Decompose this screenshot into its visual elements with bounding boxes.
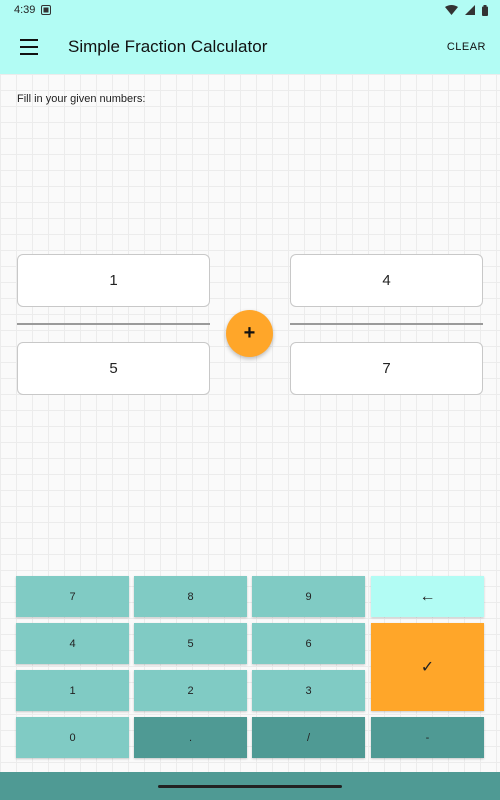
key-1[interactable]: 1 <box>16 670 129 711</box>
app-title: Simple Fraction Calculator <box>68 37 268 56</box>
instruction-text: Fill in your given numbers: <box>17 93 146 105</box>
wifi-icon <box>445 5 458 15</box>
key-minus[interactable]: - <box>371 717 484 758</box>
app-bar: Simple Fraction Calculator CLEAR <box>0 20 500 74</box>
key-9[interactable]: 9 <box>252 576 365 617</box>
fraction2-numerator-input[interactable]: 4 <box>290 254 483 307</box>
key-8[interactable]: 8 <box>134 576 247 617</box>
fraction1-denominator-input[interactable]: 5 <box>17 342 210 395</box>
navigation-bar <box>0 772 500 800</box>
operator-button[interactable]: + <box>226 310 273 357</box>
key-0[interactable]: 0 <box>16 717 129 758</box>
backspace-button[interactable]: ← <box>371 576 484 617</box>
fraction2-denominator-input[interactable]: 7 <box>290 342 483 395</box>
clear-button[interactable]: CLEAR <box>446 41 486 53</box>
key-6[interactable]: 6 <box>252 623 365 664</box>
key-2[interactable]: 2 <box>134 670 247 711</box>
menu-icon[interactable] <box>20 39 40 55</box>
fraction1-bar <box>17 323 210 325</box>
key-5[interactable]: 5 <box>134 623 247 664</box>
battery-icon <box>482 4 488 16</box>
status-time: 4:39 <box>14 4 36 16</box>
status-bar: 4:39 <box>0 0 500 20</box>
key-dot[interactable]: . <box>134 717 247 758</box>
home-handle[interactable] <box>158 784 342 788</box>
notification-icon <box>41 5 52 15</box>
signal-icon <box>465 5 475 15</box>
key-4[interactable]: 4 <box>16 623 129 664</box>
fraction2-bar <box>290 323 483 325</box>
fraction1-numerator-input[interactable]: 1 <box>17 254 210 307</box>
confirm-button[interactable]: ✓ <box>371 623 484 711</box>
key-3[interactable]: 3 <box>252 670 365 711</box>
key-slash[interactable]: / <box>252 717 365 758</box>
key-7[interactable]: 7 <box>16 576 129 617</box>
